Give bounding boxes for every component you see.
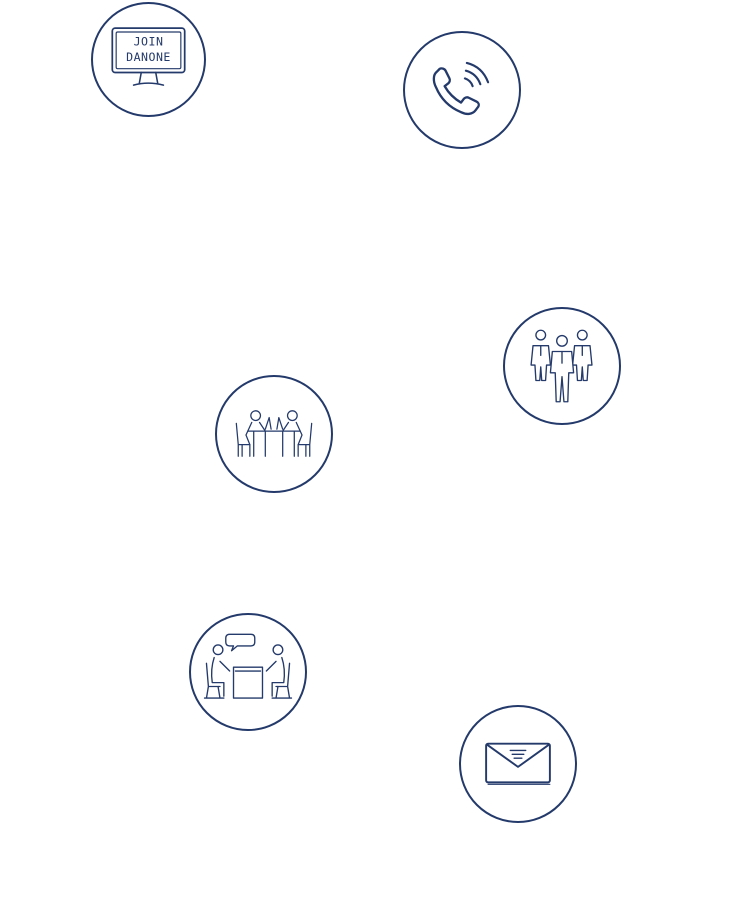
step-join-danone: JOIN DANONE: [91, 2, 206, 117]
one-on-one-interview-icon: [203, 633, 293, 699]
step-mail: [459, 705, 577, 823]
monitor-text-line2: DANONE: [126, 50, 171, 64]
group-meeting-table-icon: [235, 410, 313, 457]
envelope-mail-icon: [485, 742, 551, 785]
monitor-text-line1: JOIN: [134, 35, 164, 49]
monitor-icon: JOIN DANONE: [111, 27, 186, 86]
step-interview: [189, 613, 307, 731]
phone-call-icon: [432, 61, 490, 116]
step-team: [503, 307, 621, 425]
step-phone-call: [403, 31, 521, 149]
three-people-team-icon: [530, 329, 593, 403]
step-group-meeting: [215, 375, 333, 493]
